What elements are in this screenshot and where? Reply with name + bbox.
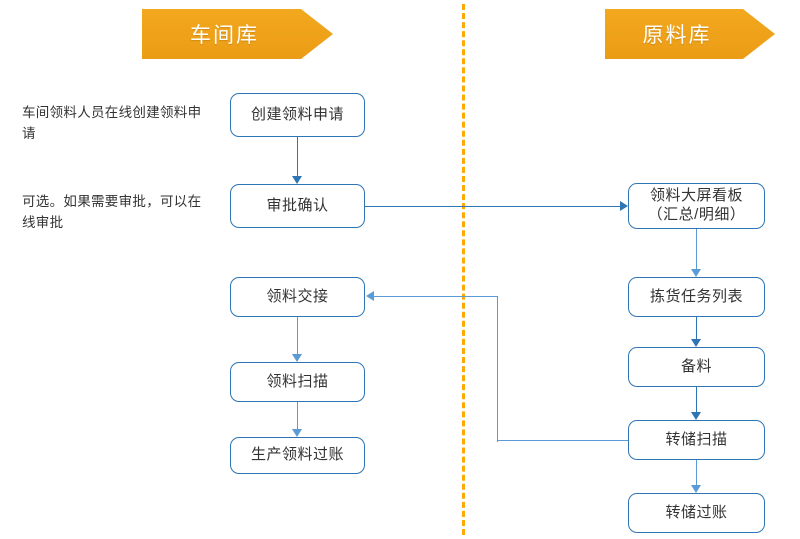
node-dashboard-label: 领料大屏看板 (649, 187, 743, 205)
connector-return-segment-vertical (497, 296, 498, 442)
connector-return-segment-top (374, 296, 498, 297)
node-material-scan-label: 领料扫描 (266, 372, 329, 390)
connector-return-arrow (366, 291, 374, 301)
connector-scan-to-posting-arrow (292, 429, 302, 437)
node-transfer-scan-label: 转储扫描 (665, 430, 728, 448)
lane-banner-rawmaterial-label: 原料库 (642, 24, 712, 47)
connector-dashboard-to-picklist (696, 229, 697, 269)
node-prepare-material-label: 备料 (680, 357, 712, 375)
node-create-request[interactable]: 创建领料申请 (230, 93, 365, 137)
node-prepare-material[interactable]: 备料 (628, 347, 765, 387)
connector-handover-to-scan (297, 317, 298, 354)
connector-picklist-to-prepare (696, 317, 697, 339)
node-approval-confirm[interactable]: 审批确认 (230, 184, 365, 228)
connector-transferscan-to-posting (696, 460, 697, 485)
connector-prepare-to-transferscan-arrow (691, 412, 701, 420)
node-transfer-posting-label: 转储过账 (665, 503, 728, 521)
connector-scan-to-posting (297, 402, 298, 429)
note-approval: 可选。如果需要审批，可以在线审批 (22, 194, 202, 230)
connector-return-segment-bottom (497, 440, 628, 441)
lane-divider (462, 4, 465, 535)
connector-approval-to-dashboard (365, 206, 620, 207)
node-create-request-label: 创建领料申请 (250, 105, 344, 123)
connector-dashboard-to-picklist-arrow (691, 269, 701, 277)
connector-create-to-approval-arrow (292, 176, 302, 184)
connector-transferscan-to-posting-arrow (691, 485, 701, 493)
node-transfer-posting[interactable]: 转储过账 (628, 493, 765, 533)
node-approval-confirm-label: 审批确认 (266, 196, 329, 214)
node-pick-task-list[interactable]: 拣货任务列表 (628, 277, 765, 317)
node-dashboard-sublabel: （汇总/明细） (647, 206, 746, 223)
node-dashboard[interactable]: 领料大屏看板 （汇总/明细） (628, 183, 765, 229)
connector-handover-to-scan-arrow (292, 354, 302, 362)
node-material-handover[interactable]: 领料交接 (230, 277, 365, 317)
node-material-handover-label: 领料交接 (266, 287, 329, 305)
lane-banner-workshop-label: 车间库 (190, 24, 259, 47)
node-production-posting-label: 生产领料过账 (250, 446, 344, 464)
connector-create-to-approval (297, 137, 298, 176)
lane-banner-rawmaterial: 原料库 (605, 9, 775, 59)
note-create-request: 车间领料人员在线创建领料申请 (22, 105, 202, 141)
connector-prepare-to-transferscan (696, 387, 697, 412)
node-production-posting[interactable]: 生产领料过账 (230, 437, 365, 474)
lane-banner-workshop: 车间库 (142, 9, 333, 59)
node-transfer-scan[interactable]: 转储扫描 (628, 420, 765, 460)
node-material-scan[interactable]: 领料扫描 (230, 362, 365, 402)
connector-picklist-to-prepare-arrow (691, 339, 701, 347)
connector-approval-to-dashboard-arrow (620, 201, 628, 211)
node-pick-task-list-label: 拣货任务列表 (649, 287, 743, 305)
